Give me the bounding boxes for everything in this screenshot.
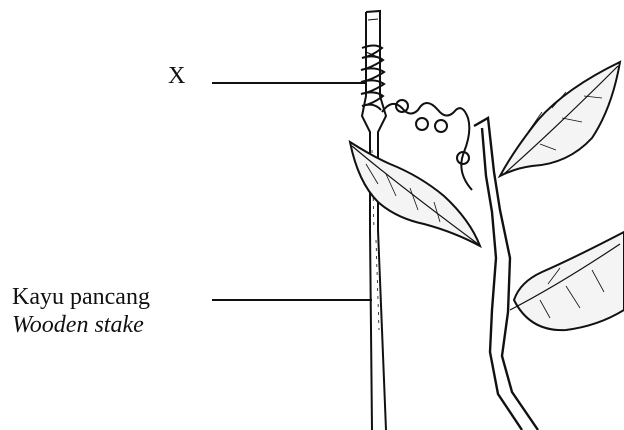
label-x: X bbox=[168, 62, 185, 90]
lower-right-leaf bbox=[510, 232, 624, 330]
label-stake-malay: Kayu pancang bbox=[12, 284, 150, 310]
label-wooden-stake: Kayu pancang Wooden stake bbox=[12, 283, 150, 339]
upper-right-leaf bbox=[500, 62, 620, 176]
label-stake-english: Wooden stake bbox=[12, 311, 150, 339]
